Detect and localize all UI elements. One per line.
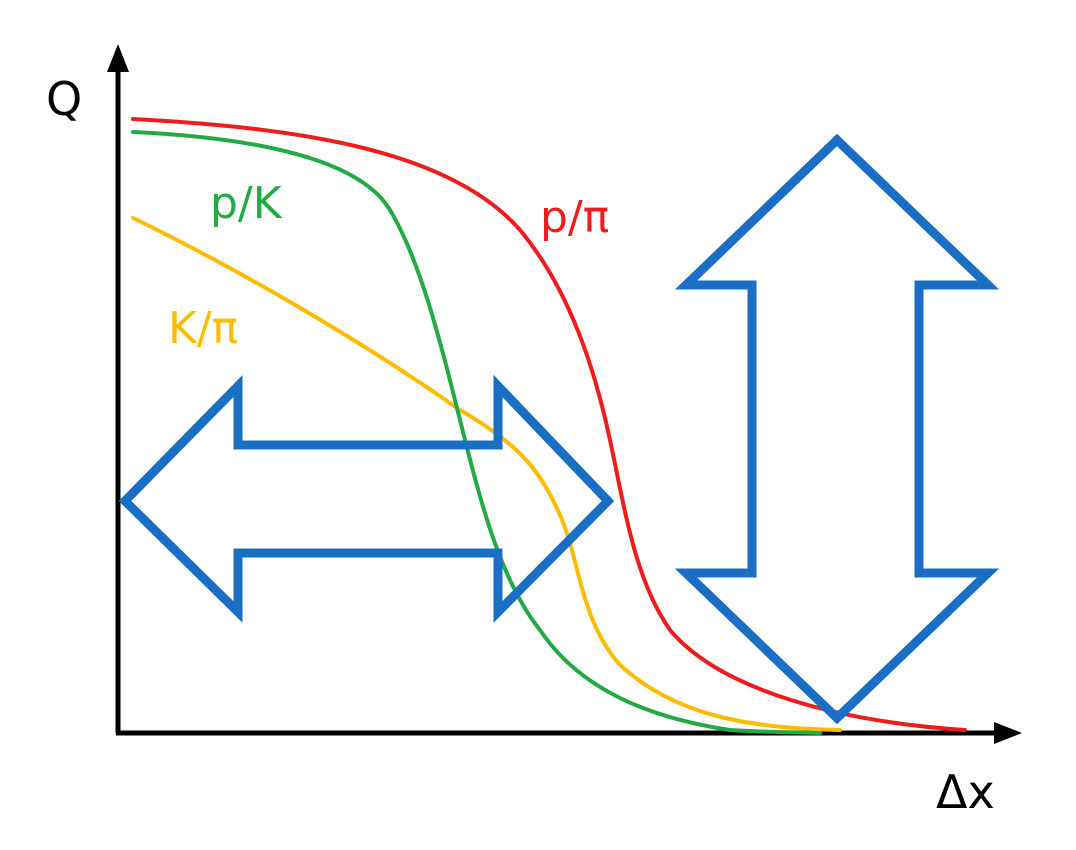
axes <box>107 44 1022 744</box>
curve-label-p-k: p/K <box>210 178 283 229</box>
curve-p-k <box>131 130 822 735</box>
curves <box>131 117 967 735</box>
x-axis-label: Δx <box>936 765 995 819</box>
curve-label-k-pi: K/π <box>168 303 238 354</box>
x-axis-arrow-icon <box>994 722 1022 744</box>
curve-p-pi <box>131 117 967 732</box>
curve-labels: p/K p/π K/π <box>168 178 609 354</box>
curve-label-p-pi: p/π <box>540 192 609 243</box>
y-axis-label: Q <box>46 72 82 126</box>
y-axis-arrow-icon <box>107 44 129 72</box>
block-arrows <box>118 133 1000 725</box>
double-headed-vertical-arrow-icon <box>674 133 1000 725</box>
curve-k-pi <box>131 216 842 732</box>
double-headed-horizontal-arrow-icon <box>118 374 615 623</box>
